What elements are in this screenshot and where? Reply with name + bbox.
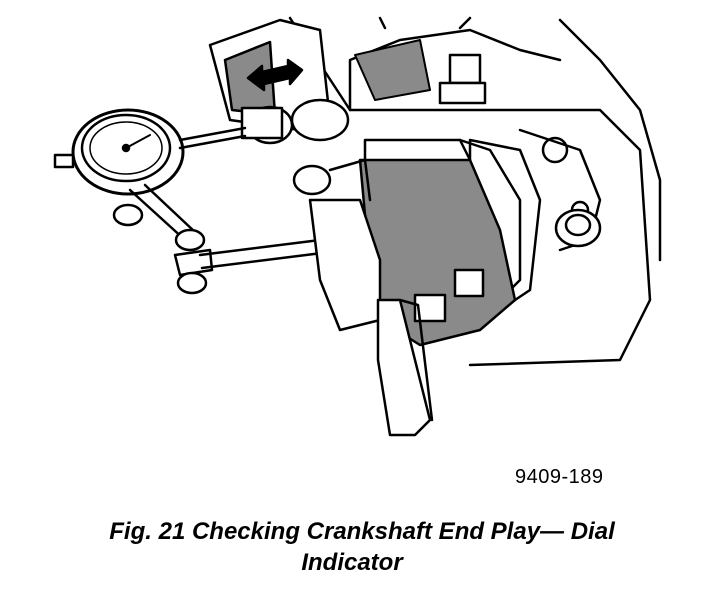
cap-bolt-lower: [413, 268, 485, 323]
double-arrow-icon: [246, 58, 304, 92]
figure-id-code: 9409-189: [515, 466, 604, 488]
caption-line-2: Indicator: [301, 549, 403, 576]
crankshaft-end-play-illustration: [53, 16, 662, 437]
engine-block: [288, 16, 662, 367]
cap-bolt-upper: [438, 53, 487, 105]
support-bar: [376, 298, 434, 437]
indicator-base-block: [292, 158, 382, 332]
indicator-mounting-arm: [112, 183, 324, 295]
block-recess-shading: [354, 39, 431, 101]
dial-indicator-icon: [53, 108, 247, 196]
caption-line-1: Fig. 21 Checking Crankshaft End Play— Di…: [109, 518, 615, 545]
figure-caption: Fig. 21 Checking Crankshaft End Play— Di…: [0, 516, 704, 578]
cap-bolt-right: [554, 208, 602, 248]
